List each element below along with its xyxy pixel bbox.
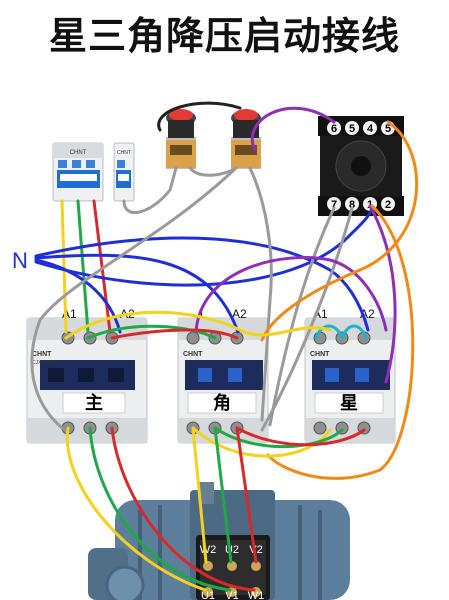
contactor-star-label: 星 bbox=[340, 393, 358, 414]
wire-control-gray-1 bbox=[122, 166, 178, 214]
stop-button bbox=[166, 109, 196, 169]
wire-neutral-2 bbox=[34, 253, 240, 334]
wire-neutral-3 bbox=[34, 258, 122, 334]
timer-pin-2: 2 bbox=[385, 199, 391, 211]
wire-l2-green bbox=[76, 199, 90, 334]
wire-red-bus-top bbox=[110, 328, 239, 340]
contactor-delta-label: 角 bbox=[213, 392, 231, 414]
start-button bbox=[231, 109, 261, 169]
wire-purple-3 bbox=[194, 256, 388, 334]
wire-l1-yellow bbox=[60, 199, 68, 334]
contactor-star-brand: CHNT bbox=[310, 351, 330, 358]
wire-red-bus-bottom bbox=[235, 426, 366, 447]
wire-black-1 bbox=[157, 101, 242, 132]
wire-control-gray-5 bbox=[268, 206, 336, 427]
neutral-label: N bbox=[12, 248, 28, 273]
timer-pin-7: 7 bbox=[331, 199, 337, 211]
wire-purple-2 bbox=[368, 204, 397, 384]
wire-main-out-green bbox=[88, 426, 232, 592]
time-relay-base bbox=[318, 116, 404, 216]
motor-terminal-block: W2 U2 V2 U1 V1 W1 bbox=[200, 544, 265, 600]
contactor-delta-a1: 1 bbox=[198, 307, 205, 321]
wire-delta-out-yellow bbox=[191, 426, 208, 564]
motor-terminal-w1: W1 bbox=[248, 590, 265, 600]
contactor-delta-a2: A2 bbox=[232, 307, 247, 321]
motor-terminal-w2: W2 bbox=[200, 544, 217, 556]
contactor-main-model: CJX2-1810 bbox=[32, 360, 57, 366]
diagram-title: 星三角降压启动接线 bbox=[48, 14, 400, 58]
motor-terminal-u2: U2 bbox=[225, 544, 239, 556]
wire-control-gray-6 bbox=[260, 206, 354, 432]
contactor-delta-brand: CHNT bbox=[183, 351, 203, 358]
motor-terminal-v1: V1 bbox=[225, 590, 238, 600]
timer-pin-4: 4 bbox=[367, 123, 374, 135]
contactor-main-label: 主 bbox=[85, 392, 103, 414]
control-breaker-brand: CHNT bbox=[117, 150, 131, 156]
wire-green-bus-top bbox=[86, 324, 217, 340]
main-breaker-brand: CHNT bbox=[70, 150, 87, 156]
timer-pin-6: 6 bbox=[331, 123, 337, 135]
wire-yellow-bus-top bbox=[64, 310, 332, 340]
contactor-star bbox=[304, 317, 396, 444]
wire-control-gray-3 bbox=[248, 166, 273, 422]
wire-neutral-4 bbox=[34, 204, 374, 287]
wire-main-out-yellow bbox=[65, 426, 207, 592]
wire-delta-out-red bbox=[235, 426, 258, 564]
wire-purple-1 bbox=[250, 106, 336, 152]
timer-pin-5b: 5 bbox=[385, 123, 391, 135]
wire-delta-out-green bbox=[213, 426, 233, 564]
control-breaker-1p: CHNT bbox=[113, 142, 135, 202]
wire-neutral-1 bbox=[34, 236, 370, 332]
wire-orange-1 bbox=[260, 120, 419, 342]
wire-control-gray-4 bbox=[30, 166, 238, 430]
timer-pin-8: 8 bbox=[349, 199, 355, 211]
motor-terminal-u1: U1 bbox=[201, 590, 215, 600]
contactor-main-brand: CHNT bbox=[32, 351, 52, 358]
wire-l3-red bbox=[92, 199, 112, 334]
contactor-main bbox=[26, 317, 148, 444]
wire-orange-2 bbox=[266, 204, 415, 480]
timer-pin-5a: 5 bbox=[349, 123, 355, 135]
contactor-delta bbox=[177, 317, 269, 444]
wire-main-out-red bbox=[110, 426, 256, 592]
main-breaker-3p: CHNT bbox=[52, 142, 104, 202]
wire-green-bus-bottom bbox=[213, 426, 344, 449]
